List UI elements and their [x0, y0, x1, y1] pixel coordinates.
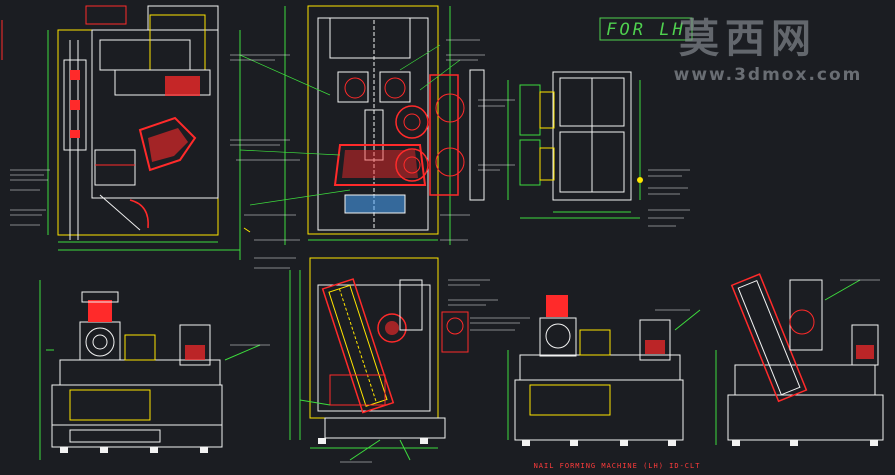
watermark-url: www.3dmox.com — [674, 65, 863, 85]
side-view-top-left — [1, 5, 241, 260]
front-view-top-center — [230, 5, 485, 269]
footer-title: NAIL FORMING MACHINE (LH) ID-CLT — [534, 462, 701, 470]
front-elevation-2 — [507, 295, 701, 446]
front-elevation-1 — [39, 280, 270, 460]
title-box: FOR LH — [599, 17, 693, 41]
watermark-logo: 莫西网 — [679, 16, 817, 62]
side-elevation-right — [715, 273, 884, 446]
title-box-text: FOR LH — [606, 20, 685, 40]
top-view-right — [478, 71, 690, 227]
section-view-center — [289, 257, 530, 463]
watermark: 莫西网 www.3dmox.com — [674, 16, 863, 85]
